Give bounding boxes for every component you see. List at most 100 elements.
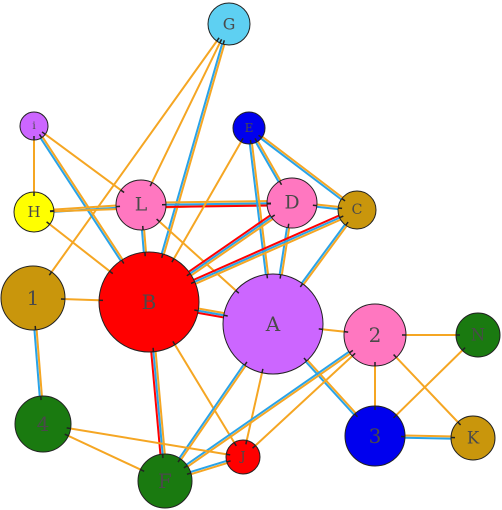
edge-port-tick — [120, 189, 125, 194]
node-circle — [337, 190, 377, 230]
edge-port-tick — [66, 427, 71, 430]
node-circle — [232, 111, 266, 145]
node-B[interactable]: B — [98, 251, 200, 353]
node-label: B — [142, 290, 157, 314]
node-K[interactable]: K — [450, 415, 496, 461]
node-circle — [137, 453, 193, 509]
edge-port-tick — [38, 133, 43, 139]
node-label: K — [467, 429, 480, 448]
node-label: A — [265, 312, 281, 336]
node-circle — [225, 439, 261, 475]
edge-line-orange — [165, 335, 377, 483]
edge-port-tick — [216, 37, 220, 42]
edge-port-tick — [349, 349, 354, 354]
node-label: G — [223, 15, 236, 34]
edge-port-tick — [226, 460, 231, 463]
edge-port-tick — [222, 40, 226, 45]
edge-port-tick — [46, 221, 51, 225]
edge-port-tick — [109, 270, 114, 275]
node-label: 1 — [27, 286, 40, 310]
edge-port-tick — [160, 253, 164, 258]
edge-port-tick — [235, 289, 240, 294]
edge-line-orange — [32, 23, 230, 299]
node-E[interactable]: E — [232, 111, 266, 145]
edge-G-1 — [32, 23, 230, 299]
node-2[interactable]: 2 — [343, 303, 407, 367]
edge-2-F — [163, 333, 377, 483]
edge-port-tick — [279, 274, 282, 279]
node-circle — [14, 395, 72, 453]
edge-E-C — [247, 126, 359, 212]
edge-port-tick — [303, 357, 308, 362]
node-A[interactable]: A — [222, 273, 324, 375]
edge-line-blue — [247, 128, 357, 212]
edge-port-tick — [461, 347, 466, 351]
edge-port-tick — [457, 421, 462, 426]
edge-port-tick — [278, 180, 283, 186]
edge-port-tick — [345, 221, 349, 226]
edge-port-tick — [339, 215, 344, 219]
node-circle — [98, 251, 200, 353]
node-label: C — [352, 202, 363, 218]
edge-port-tick — [254, 138, 258, 143]
node-H[interactable]: H — [13, 191, 55, 233]
edge-port-tick — [258, 134, 263, 139]
edge-port-tick — [393, 414, 397, 419]
edge-port-tick — [244, 361, 248, 366]
node-3[interactable]: 3 — [344, 405, 406, 467]
node-label: J — [238, 450, 245, 465]
edge-port-tick — [223, 314, 228, 317]
node-J[interactable]: J — [225, 439, 261, 475]
node-circle — [207, 2, 251, 46]
edge-layer — [30, 23, 479, 484]
edge-port-tick — [172, 340, 176, 346]
node-G[interactable]: G — [207, 2, 251, 46]
node-C[interactable]: C — [337, 190, 377, 230]
edge-port-tick — [393, 354, 397, 358]
node-label: L — [135, 195, 148, 216]
edge-line-blue — [163, 333, 375, 481]
edge-port-tick — [354, 413, 359, 418]
node-1[interactable]: 1 — [0, 265, 66, 331]
node-label: D — [284, 193, 299, 214]
node-label: F — [158, 469, 172, 493]
node-label: 2 — [369, 323, 382, 347]
node-N[interactable]: N — [455, 312, 501, 358]
edge-port-tick — [48, 271, 53, 276]
node-F[interactable]: F — [137, 453, 193, 509]
edge-port-tick — [156, 218, 161, 223]
edge-port-tick — [186, 472, 192, 475]
edge-port-tick — [149, 182, 153, 187]
node-i[interactable]: i — [19, 111, 49, 141]
node-label: 4 — [37, 412, 50, 436]
edge-port-tick — [252, 444, 256, 449]
edge-port-tick — [351, 352, 356, 357]
node-circle — [222, 273, 324, 375]
node-D[interactable]: D — [266, 177, 318, 229]
node-L[interactable]: L — [115, 179, 167, 231]
edge-port-tick — [194, 309, 199, 312]
edge-line-orange — [42, 423, 244, 458]
edge-port-tick — [261, 368, 264, 373]
edge-port-tick — [226, 453, 231, 456]
node-label: N — [471, 326, 485, 345]
edge-port-tick — [341, 197, 346, 202]
edge-G-L — [140, 23, 230, 206]
edge-port-tick — [233, 442, 237, 447]
edge-port-tick — [299, 283, 304, 288]
edge-port-tick — [121, 259, 125, 264]
edge-port-tick — [186, 272, 191, 277]
edge-line-orange — [249, 126, 359, 210]
edge-port-tick — [190, 281, 196, 285]
edge-port-tick — [287, 223, 290, 228]
edge-line-orange — [140, 23, 230, 206]
edge-port-tick — [171, 258, 175, 263]
edge-port-tick — [183, 464, 188, 469]
edge-port-tick — [41, 131, 46, 135]
node-label: i — [32, 120, 36, 132]
edge-port-tick — [177, 458, 181, 463]
edge-port-tick — [240, 138, 244, 143]
node-4[interactable]: 4 — [14, 395, 72, 453]
